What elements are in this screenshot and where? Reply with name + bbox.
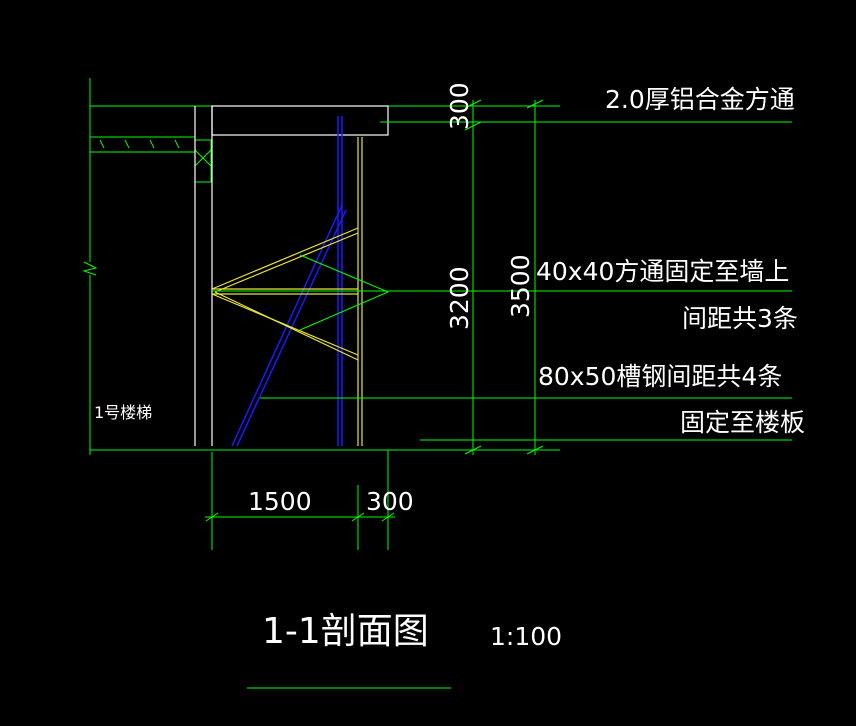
square-tube-label: 40x40方通固定至墙上 — [536, 257, 789, 286]
dim-1500: 1500 — [248, 487, 312, 516]
top-beam-label: 2.0厚铝合金方通 — [605, 85, 795, 114]
blue-column — [231, 116, 347, 447]
concrete-slab-hatch — [89, 136, 212, 183]
channel-steel-label: 80x50槽钢间距共4条 — [538, 362, 782, 391]
vertical-dimensions — [464, 99, 544, 455]
dim-3200: 3200 — [445, 266, 474, 330]
scale-label: 1:100 — [490, 622, 562, 651]
dim-bottom-300: 300 — [366, 487, 414, 516]
annotation-leaders — [212, 121, 792, 441]
section-title: 1-1剖面图 — [262, 611, 429, 652]
horizontal-dimensions — [205, 450, 395, 550]
dim-3500: 3500 — [506, 254, 535, 318]
walls — [194, 105, 389, 446]
channel-steel-fix-label: 固定至楼板 — [680, 408, 805, 437]
dim-top-300: 300 — [445, 82, 474, 130]
square-tube-spacing-label: 间距共3条 — [682, 304, 798, 333]
stair-label: 1号楼梯 — [94, 403, 152, 422]
